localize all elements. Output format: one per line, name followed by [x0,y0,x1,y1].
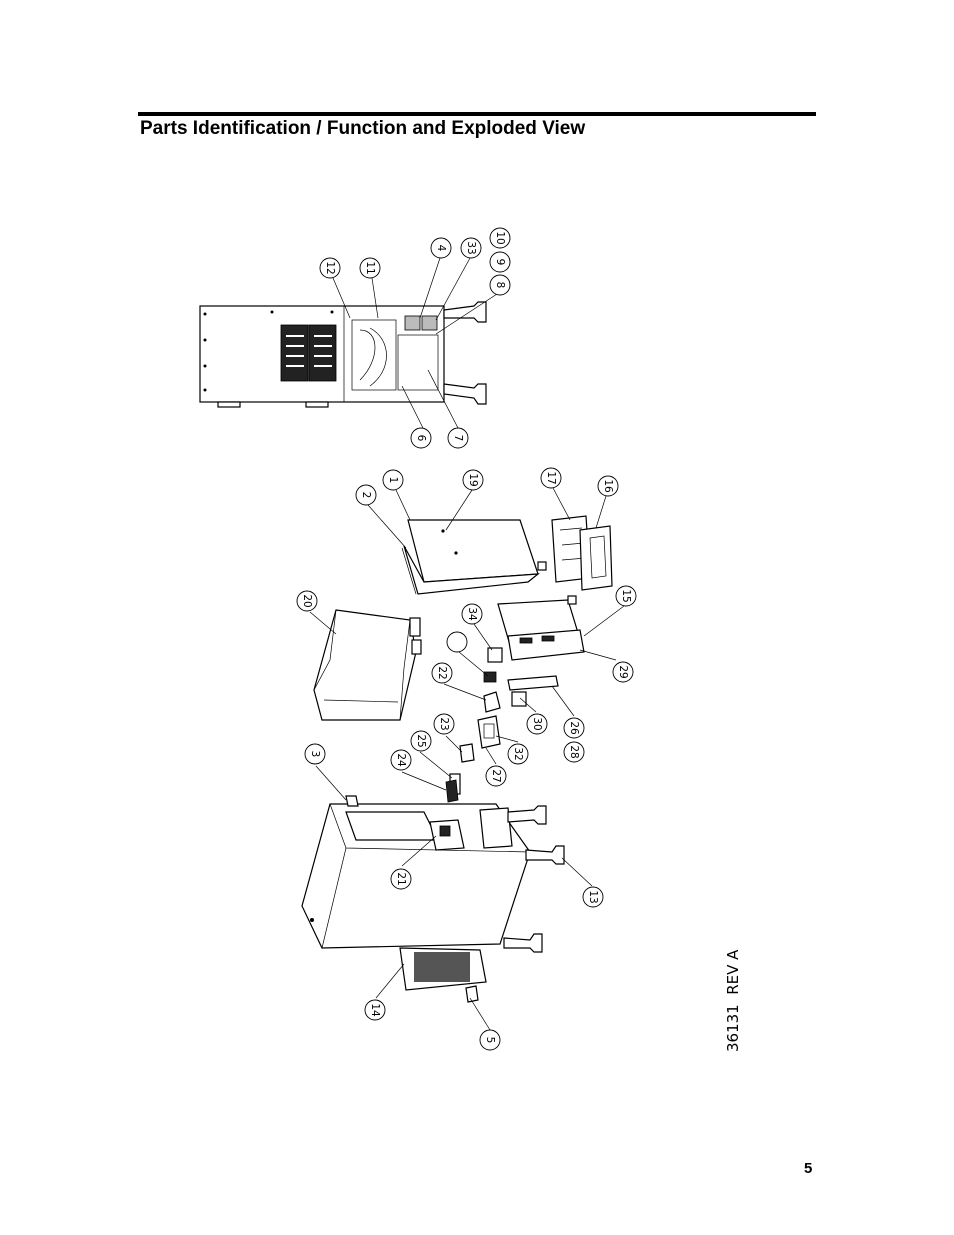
svg-text:22: 22 [436,666,448,679]
switch-electronics [477,675,559,749]
svg-text:5: 5 [484,1037,496,1044]
callout-31: 32 [507,743,529,765]
drawing-number: 36131 REV A [724,949,742,1052]
callout-15: 15 [615,585,637,607]
callout-33: 34 [461,603,483,625]
hopper-bowl [313,609,422,721]
callout-9: 9 [489,251,511,273]
rear-view-unit [199,301,487,408]
callout-8: 8 [489,274,511,296]
front-cover-panel [401,519,547,595]
callout-20: 20 [296,590,318,612]
callout-5: 5 [479,1029,501,1051]
callout-13: 13 [582,886,604,908]
callout-25: 25 [410,730,432,752]
svg-text:23: 23 [438,717,450,730]
leader-lines [309,257,625,1031]
callout-6: 6 [410,427,432,449]
svg-text:26: 26 [568,721,580,735]
svg-text:4: 4 [435,245,447,252]
callout-27: 27 [485,765,507,787]
svg-text:20: 20 [301,594,313,607]
svg-text:33: 33 [465,241,477,254]
callout-1: 1 [382,469,404,491]
callout-29: 29 [612,661,634,683]
svg-text:15: 15 [620,589,632,602]
svg-text:27: 27 [490,769,502,782]
svg-text:8: 8 [494,282,506,289]
svg-text:32: 32 [512,747,524,760]
callout-28: 28 [563,741,585,763]
svg-text:2: 2 [360,492,372,499]
callout-24: 24 [390,749,412,771]
callout-22: 22 [431,662,453,684]
svg-text:12: 12 [324,261,336,274]
svg-text:10: 10 [494,231,506,244]
svg-text:9: 9 [494,259,506,266]
callout-7: 7 [447,427,469,449]
callout-30: 30 [526,713,548,735]
svg-text:3: 3 [309,751,321,758]
callout-10: 10 [489,227,511,249]
svg-text:14: 14 [369,1003,381,1017]
svg-text:21: 21 [395,872,407,885]
header-rule [138,112,816,116]
svg-text:34: 34 [466,607,478,621]
callout-3: 3 [304,743,326,765]
callout-21: 21 [390,868,412,890]
svg-text:1: 1 [387,477,399,484]
callout-26: 26 [563,717,585,739]
callout-2: 2 [355,484,377,506]
callout-17: 17 [540,467,562,489]
control-housing [483,595,585,683]
svg-text:11: 11 [364,261,376,274]
callout-19: 19 [462,469,484,491]
svg-text:17: 17 [545,471,557,484]
callout-balloons: 12 11 4 33 10 9 8 6 7 1 2 19 17 16 20 15… [296,227,637,1051]
callout-14: 14 [364,999,386,1021]
svg-text:19: 19 [467,473,479,486]
callout-12: 12 [319,257,341,279]
svg-text:29: 29 [617,665,629,678]
callout-34 [446,631,468,653]
callout-16: 16 [597,475,619,497]
svg-text:16: 16 [602,479,614,493]
main-cabinet [301,795,565,1003]
svg-text:6: 6 [415,435,427,442]
callout-4: 4 [430,237,452,259]
svg-text:7: 7 [452,435,464,442]
svg-text:24: 24 [395,753,407,767]
page-number: 5 [804,1160,813,1177]
svg-text:28: 28 [568,745,580,758]
svg-text:25: 25 [415,734,427,747]
motor-auger-parts [445,743,475,803]
callout-23: 23 [433,713,455,735]
callout-32: 33 [460,237,482,259]
svg-text:13: 13 [587,890,599,903]
callout-11: 11 [359,257,381,279]
page-title: Parts Identification / Function and Expl… [140,118,586,139]
drip-tray-assembly [551,515,613,591]
svg-text:30: 30 [531,717,543,730]
